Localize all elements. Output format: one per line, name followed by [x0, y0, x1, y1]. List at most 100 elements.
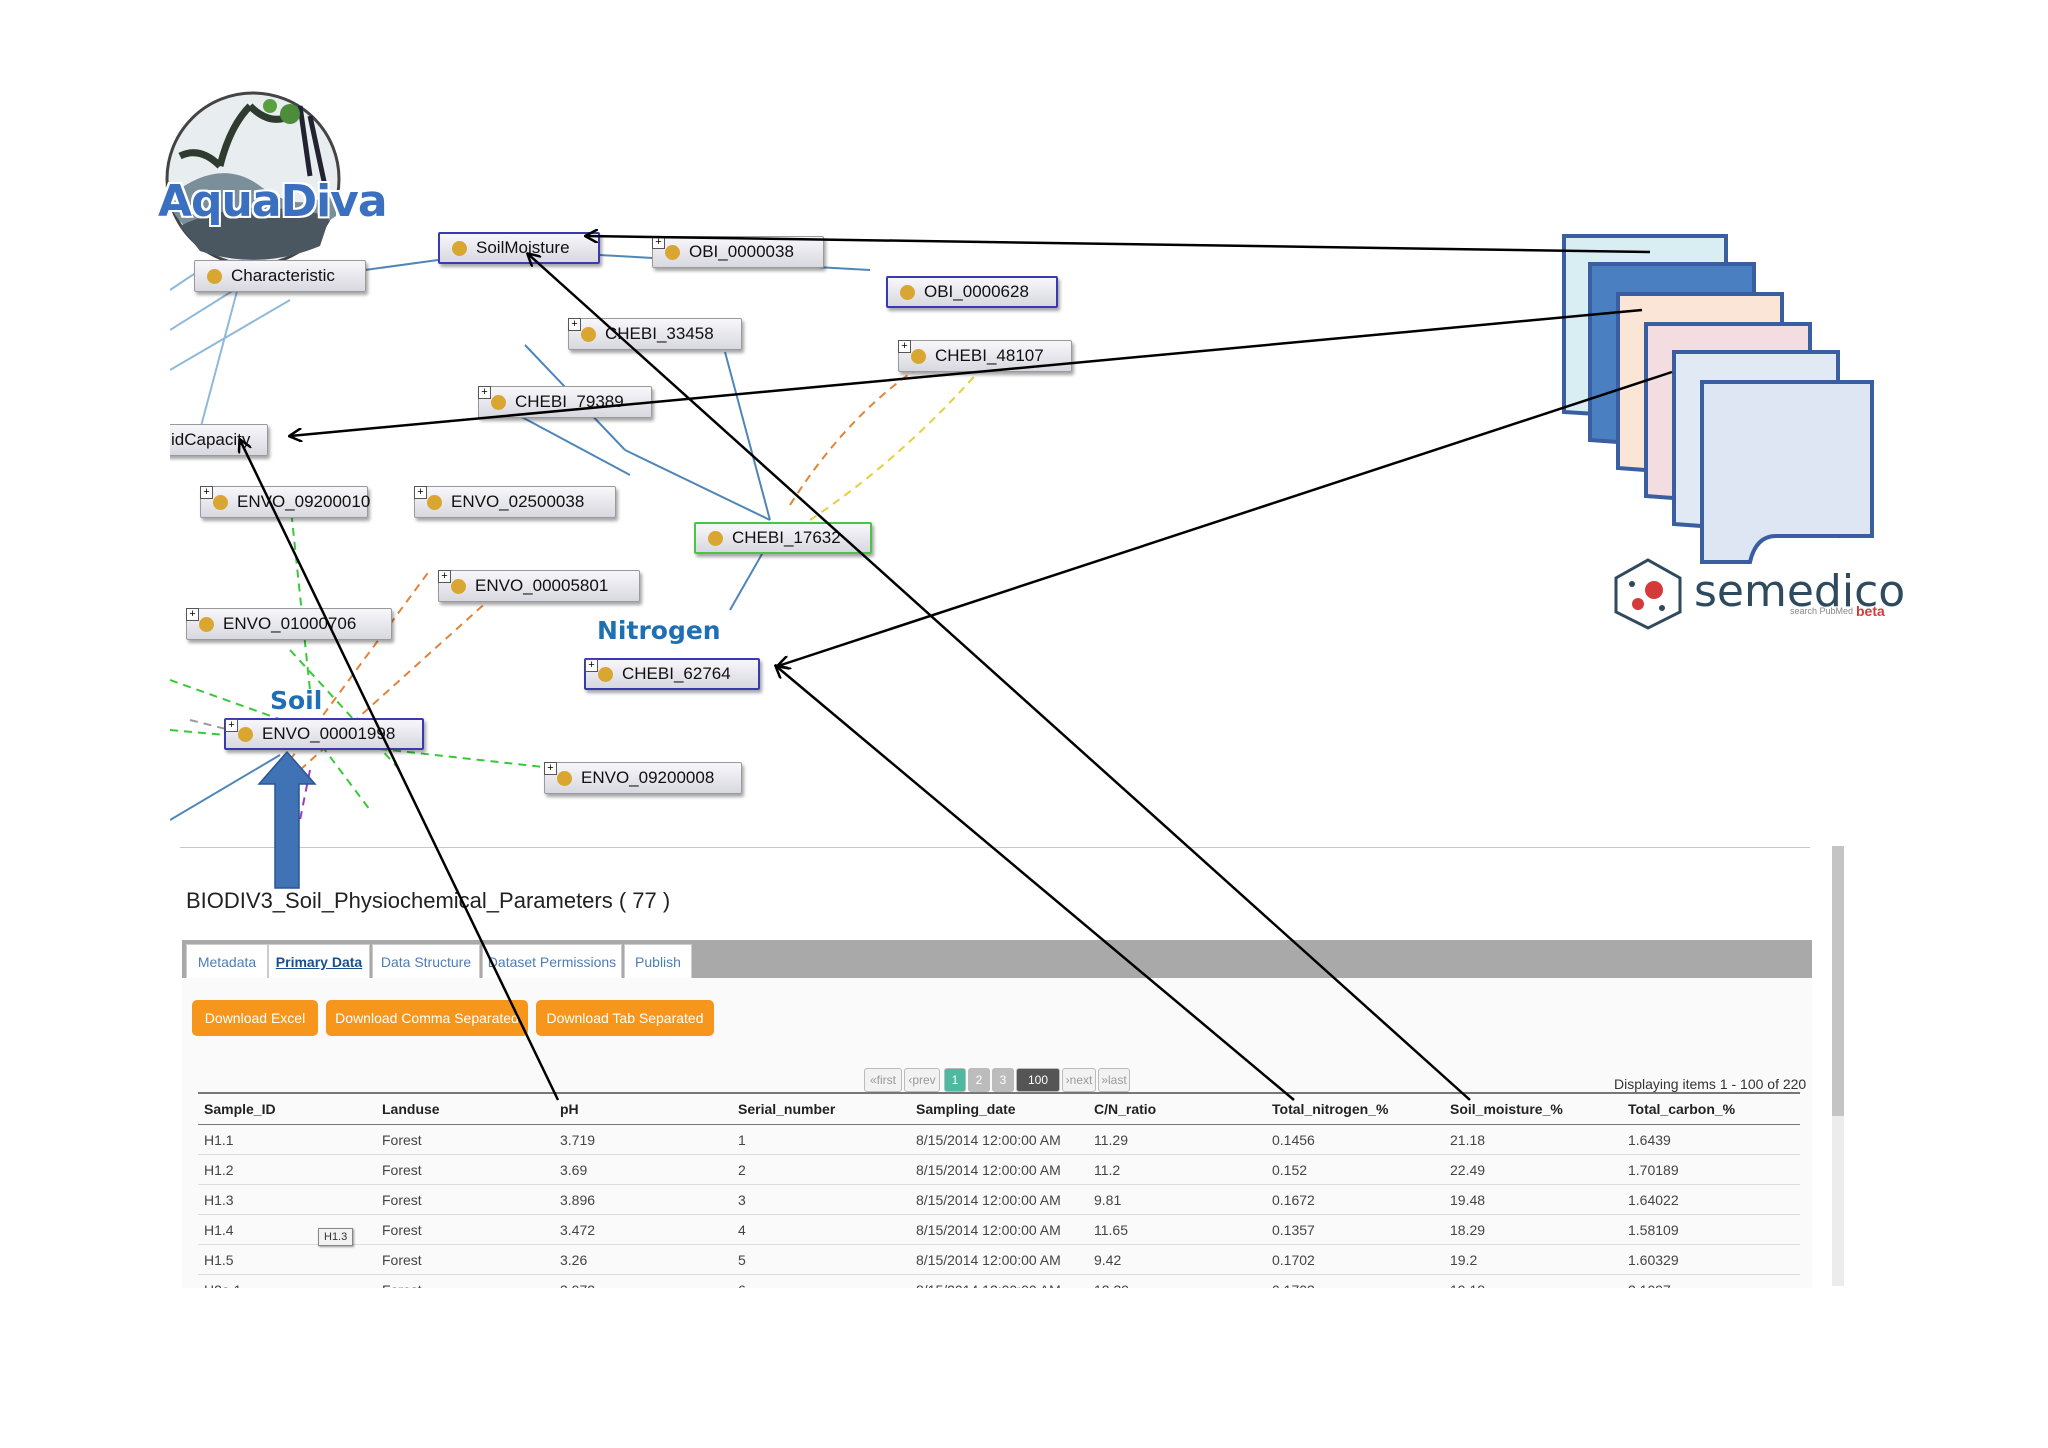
node-dot-icon	[911, 348, 926, 364]
table-cell: Forest	[376, 1184, 554, 1215]
download-tsv-button[interactable]: Download Tab Separated	[536, 1000, 714, 1036]
node-label: CHEBI_48107	[935, 346, 1044, 365]
pager-page-2[interactable]: 2	[968, 1068, 990, 1092]
download-excel-button[interactable]: Download Excel	[192, 1000, 318, 1036]
expand-icon[interactable]: +	[225, 719, 238, 732]
expand-icon[interactable]: +	[414, 486, 427, 499]
node-envo-09200008[interactable]: + ENVO_09200008	[544, 762, 742, 794]
table-cell: 8/15/2014 12:00:00 AM	[910, 1124, 1088, 1155]
tab-metadata[interactable]: Metadata	[186, 944, 268, 979]
column-header[interactable]: Serial_number	[732, 1092, 910, 1125]
table-cell: H1.3	[198, 1184, 376, 1215]
aquadiva-logo-graphic	[165, 91, 341, 267]
table-cell: 22.49	[1444, 1154, 1622, 1185]
node-dot-icon	[452, 240, 467, 256]
table-cell: 5	[732, 1244, 910, 1275]
table-cell: 9.42	[1088, 1244, 1266, 1275]
column-header[interactable]: Soil_moisture_%	[1444, 1092, 1622, 1125]
expand-icon[interactable]: +	[544, 762, 557, 775]
aquadiva-logo-text: AquaDiva	[158, 176, 388, 227]
table-cell: 0.1357	[1266, 1214, 1444, 1245]
tab-data-structure[interactable]: Data Structure	[372, 944, 480, 979]
column-header[interactable]: pH	[554, 1092, 732, 1125]
node-chebi-62764[interactable]: + CHEBI_62764	[584, 658, 760, 690]
table-cell: 2.1097	[1622, 1274, 1800, 1288]
table-cell: 8/15/2014 12:00:00 AM	[910, 1274, 1088, 1288]
pager-prev-button[interactable]: ‹prev	[904, 1068, 940, 1092]
big-up-arrow	[257, 750, 317, 889]
node-dot-icon	[451, 578, 466, 594]
tab-dataset-permissions[interactable]: Dataset Permissions	[482, 944, 622, 979]
node-label: SoilMoisture	[476, 238, 570, 257]
node-soil-moisture[interactable]: SoilMoisture	[438, 232, 600, 264]
node-chebi-17632[interactable]: CHEBI_17632	[694, 522, 872, 554]
table-cell: H1.1	[198, 1124, 376, 1155]
column-header[interactable]: Landuse	[376, 1092, 554, 1125]
tab-primary-data[interactable]: Primary Data	[268, 944, 370, 979]
arrow-nitrogen-to-chebi	[776, 666, 1295, 1101]
primary-data-table: Sample_ID Landuse pH Serial_number Sampl…	[198, 1092, 1800, 1288]
pager-page-3[interactable]: 3	[992, 1068, 1014, 1092]
pager-size-select[interactable]: 100	[1016, 1068, 1060, 1092]
expand-icon[interactable]: +	[438, 570, 451, 583]
node-obi-0000628[interactable]: OBI_0000628	[886, 276, 1058, 308]
node-label: CHEBI_17632	[732, 528, 841, 547]
pager-page-1[interactable]: 1	[944, 1068, 966, 1092]
node-dot-icon	[900, 284, 915, 300]
table-cell: Forest	[376, 1244, 554, 1275]
node-dot-icon	[427, 494, 442, 510]
download-csv-button[interactable]: Download Comma Separated	[326, 1000, 528, 1036]
label-nitrogen: Nitrogen	[597, 616, 721, 645]
table-cell: 0.1672	[1266, 1184, 1444, 1215]
node-envo-00005801[interactable]: + ENVO_00005801	[438, 570, 640, 602]
table-cell: 9.81	[1088, 1184, 1266, 1215]
table-header-row: Sample_ID Landuse pH Serial_number Sampl…	[198, 1092, 1800, 1125]
node-chebi-79389[interactable]: + CHEBI_79389	[478, 386, 652, 418]
pager-last-button[interactable]: »last	[1098, 1068, 1130, 1092]
arrow-doc-to-soilmoisture	[586, 236, 1651, 254]
pager-next-button[interactable]: ›next	[1062, 1068, 1096, 1092]
node-envo-02500038[interactable]: + ENVO_02500038	[414, 486, 616, 518]
node-dot-icon	[665, 244, 680, 260]
table-cell: 3.472	[554, 1214, 732, 1245]
node-envo-09200010[interactable]: + ENVO_09200010	[200, 486, 370, 518]
column-header[interactable]: Total_nitrogen_%	[1266, 1092, 1444, 1125]
expand-icon[interactable]: +	[898, 340, 911, 353]
node-envo-01000706[interactable]: + ENVO_01000706	[186, 608, 392, 640]
semedico-logo-beta: beta	[1856, 603, 1885, 619]
expand-icon[interactable]: +	[200, 486, 213, 499]
expand-icon[interactable]: +	[585, 659, 598, 672]
node-label: ENVO_02500038	[451, 492, 585, 511]
table-cell: 1.70189	[1622, 1154, 1800, 1185]
node-dot-icon	[708, 530, 723, 546]
column-header[interactable]: Sampling_date	[910, 1092, 1088, 1125]
node-chebi-48107[interactable]: + CHEBI_48107	[898, 340, 1072, 372]
table-cell: 8/15/2014 12:00:00 AM	[910, 1214, 1088, 1245]
table-cell: H1.2	[198, 1154, 376, 1185]
node-chebi-33458[interactable]: + CHEBI_33458	[568, 318, 742, 350]
node-envo-00001998[interactable]: + ENVO_00001998	[224, 718, 424, 750]
node-water-holding-capacity[interactable]: idCapacity	[170, 424, 268, 456]
column-header[interactable]: Total_carbon_%	[1622, 1092, 1800, 1125]
node-label: idCapacity	[171, 430, 251, 449]
tab-publish[interactable]: Publish	[624, 944, 692, 979]
column-header[interactable]: Sample_ID	[198, 1092, 376, 1125]
panel-scrollbar-thumb[interactable]	[1832, 846, 1844, 1116]
table-viewport: Sample_ID Landuse pH Serial_number Sampl…	[182, 1086, 1812, 1288]
node-obi-0000038[interactable]: + OBI_0000038	[652, 236, 824, 268]
expand-icon[interactable]: +	[186, 608, 199, 621]
expand-icon[interactable]: +	[568, 318, 581, 331]
table-cell: H1.5	[198, 1244, 376, 1275]
arrow-moisture-to-soilmoisture	[528, 254, 1471, 1101]
node-label: ENVO_01000706	[223, 614, 357, 633]
node-characteristic[interactable]: Characteristic	[194, 260, 366, 292]
expand-icon[interactable]: +	[478, 386, 491, 399]
column-header[interactable]: C/N_ratio	[1088, 1092, 1266, 1125]
pager-first-button[interactable]: «first	[864, 1068, 902, 1092]
